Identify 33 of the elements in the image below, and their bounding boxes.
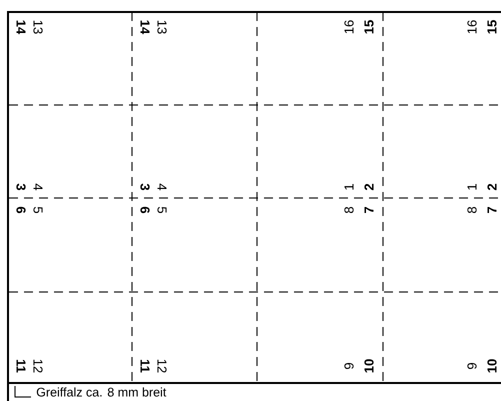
page-number: 3 [140, 184, 150, 190]
page-number: 12 [33, 360, 43, 373]
page-number: 4 [34, 184, 42, 190]
page-number: 11 [16, 360, 26, 372]
page-number: 9 [344, 362, 354, 369]
page-number: 3 [16, 184, 26, 190]
page-number: 4 [158, 184, 166, 190]
page-number: 15 [487, 20, 497, 34]
page-number: 5 [157, 206, 167, 214]
page-number: 16 [344, 20, 354, 34]
page-number: 5 [33, 206, 43, 214]
page-number: 16 [467, 20, 477, 34]
page-number: 7 [364, 206, 374, 214]
page-number: 11 [140, 360, 150, 372]
page-number: 6 [16, 206, 26, 214]
page-number: 9 [467, 362, 477, 369]
page-number: 1 [468, 184, 476, 190]
page-number: 10 [364, 359, 374, 372]
page-number: 15 [364, 20, 374, 34]
page-number: 14 [140, 20, 150, 34]
page-number: 6 [140, 206, 150, 214]
page-number: 10 [487, 359, 497, 372]
note-text: Greiffalz ca. 8 mm breit [36, 387, 166, 397]
page-number: 13 [157, 20, 167, 34]
page-number: 1 [344, 184, 354, 190]
page-number: 13 [33, 20, 43, 34]
page-number: 8 [467, 206, 477, 214]
page-number: 7 [488, 206, 496, 214]
page-number: 8 [344, 206, 354, 214]
page-number: 12 [157, 360, 167, 373]
page-number: 14 [16, 20, 26, 34]
page-number: 2 [364, 184, 374, 190]
page-number: 2 [487, 184, 497, 190]
